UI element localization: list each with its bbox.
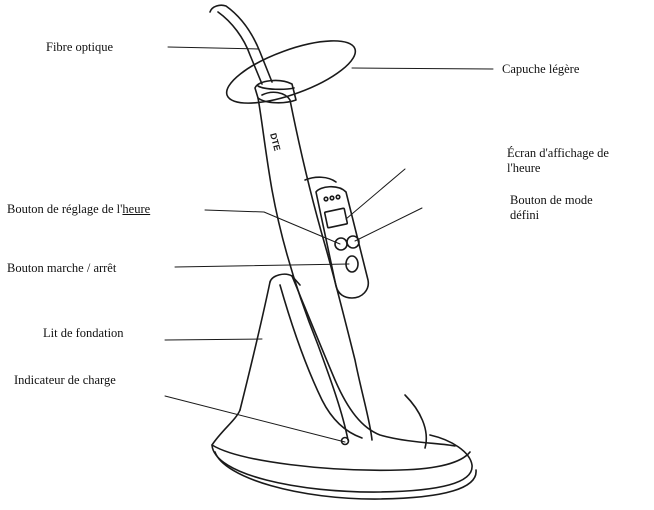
label-reglage-underlined: heure xyxy=(122,202,150,216)
base-inner-curve xyxy=(292,276,455,446)
label-ecran-line2: l'heure xyxy=(507,161,609,176)
collar-ring xyxy=(258,86,294,89)
time-display-screen xyxy=(325,208,348,228)
label-reglage-prefix: Bouton de réglage de l' xyxy=(7,202,122,216)
base-inner-rim xyxy=(280,285,362,438)
leader-lit xyxy=(165,339,262,340)
charging-base-drawing xyxy=(212,274,476,499)
handpiece-body-line xyxy=(305,177,336,182)
label-ecran-line1: Écran d'affichage de xyxy=(507,146,609,161)
brand-mark: DTE xyxy=(268,132,282,152)
leader-lines xyxy=(165,47,493,442)
label-fibre-optique: Fibre optique xyxy=(46,40,113,55)
leader-marche xyxy=(175,264,349,267)
indicator-dot-2 xyxy=(330,196,334,200)
mode-button xyxy=(347,236,359,248)
label-mode-line2: défini xyxy=(510,208,593,223)
base-left-side xyxy=(240,282,270,410)
label-bouton-reglage: Bouton de réglage de l'heure xyxy=(7,202,150,217)
handpiece-left-edge xyxy=(258,98,348,440)
label-bouton-marche-arret: Bouton marche / arrêt xyxy=(7,261,116,276)
leader-mode xyxy=(355,208,422,241)
indicator-dot-3 xyxy=(336,195,340,199)
fiber-optic-inner xyxy=(210,5,272,82)
time-adjust-button xyxy=(335,238,347,250)
leader-fibre xyxy=(168,47,258,49)
indicator-dot-1 xyxy=(324,197,328,201)
leader-reglage-a xyxy=(205,210,264,212)
leader-capuche xyxy=(352,68,493,69)
label-capuche-legere: Capuche légère xyxy=(502,62,579,77)
label-bouton-mode: Bouton de mode défini xyxy=(510,193,593,223)
leader-indicateur xyxy=(165,396,345,442)
leader-ecran xyxy=(346,169,405,219)
head-drawing xyxy=(210,5,362,116)
label-lit-fondation: Lit de fondation xyxy=(43,326,124,341)
label-ecran-affichage: Écran d'affichage de l'heure xyxy=(507,146,609,176)
label-mode-line1: Bouton de mode xyxy=(510,193,593,208)
label-indicateur-charge: Indicateur de charge xyxy=(14,373,116,388)
